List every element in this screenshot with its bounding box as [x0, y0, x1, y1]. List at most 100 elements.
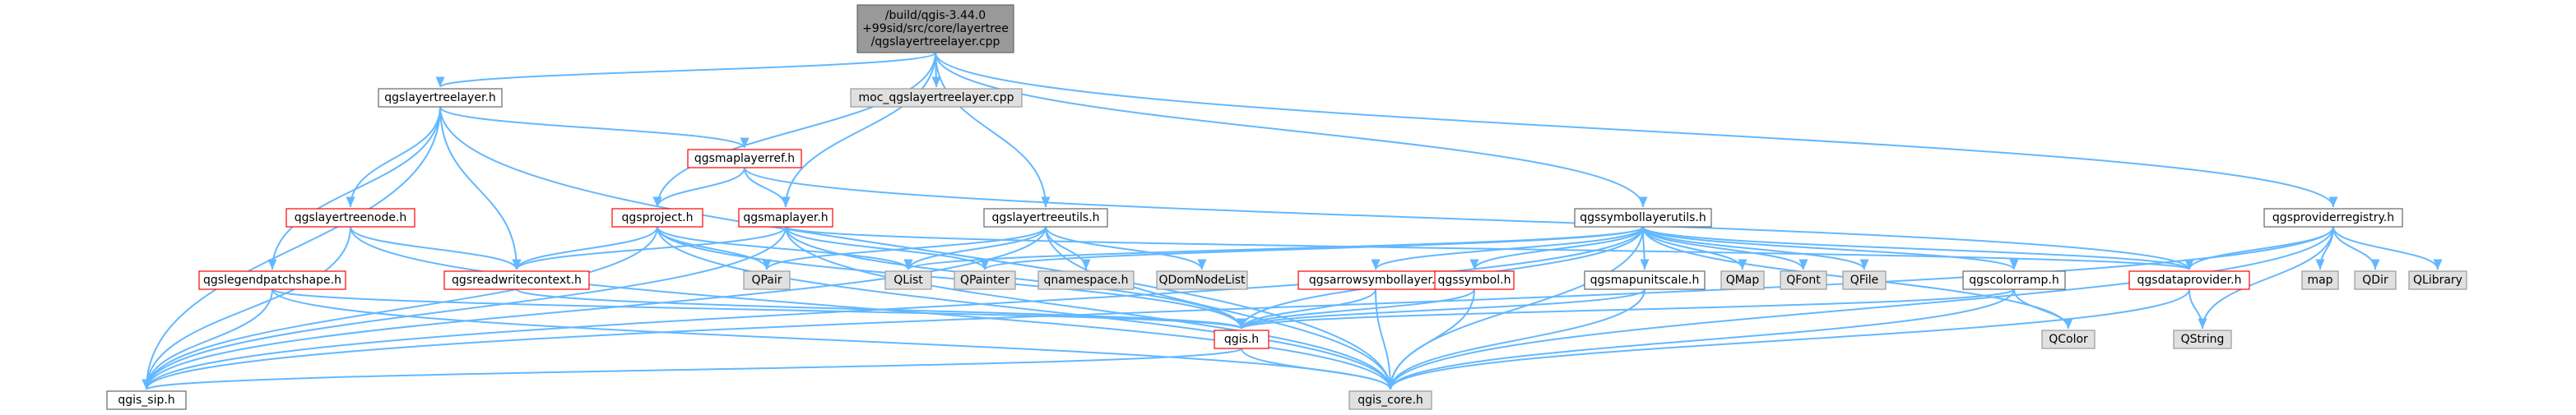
node-label: QFont — [1786, 274, 1821, 287]
node-qgis-sip-h[interactable]: qgis_sip.h — [106, 390, 187, 410]
node-qgsmaplayer-h[interactable]: qgsmaplayer.h — [738, 208, 833, 228]
node-qgsproject-h[interactable]: qgsproject.h — [611, 208, 703, 228]
node-qgsmaplayerref-h[interactable]: qgsmaplayerref.h — [687, 149, 802, 168]
node-qgslayertreeutils-h[interactable]: qgslayertreeutils.h — [983, 208, 1108, 228]
edge-qgssymbollayerutils_h-to-qgsdataprovider_h — [1642, 226, 2194, 270]
node-box — [2408, 270, 2467, 290]
node-box — [1348, 390, 1432, 410]
edge-qgslayertreelayer_h-to-qgsmaplayerref_h — [439, 106, 750, 149]
edge-qgsproviderregistry_h-to-qgis_sip_h — [142, 226, 2334, 390]
node-qgsdataprovider-h[interactable]: qgsdataprovider.h — [2128, 270, 2250, 290]
node-label: qnamespace.h — [1044, 274, 1129, 287]
node-box — [954, 270, 1016, 290]
node-qgis-core-h: qgis_core.h — [1348, 390, 1432, 410]
edge-qgslegendpatchshape_h-to-qgis_h — [272, 288, 1246, 330]
node-box — [856, 4, 1014, 53]
edge-qgsmaplayerref_h-to-qgsproject_h — [652, 167, 745, 208]
edge-qgsmaplayer_h-to-qgsdataprovider_h — [785, 226, 2193, 270]
node-label: QFile — [1850, 274, 1878, 287]
edge-qgsproject_h-to-QPair — [657, 226, 772, 270]
node-label: +99sid/src/core/layertree — [862, 22, 1009, 35]
node-box — [1156, 270, 1248, 290]
node-label: qgslayertreeutils.h — [991, 211, 1099, 224]
node-box — [285, 208, 415, 228]
edge-qgsmaplayer_h-to-qgis_sip_h — [142, 226, 787, 390]
node-label: qgsmaplayer.h — [743, 211, 828, 224]
node-box — [884, 270, 932, 290]
edge-root-to-qgsproviderregistry_h — [935, 52, 2338, 208]
edge-qgsmaplayerref_h-to-qgsdataprovider_h — [744, 167, 2194, 270]
node-label: qgslayertreelayer.h — [384, 91, 496, 104]
node-label: qgis_sip.h — [118, 394, 174, 407]
edge-qgsmaplayer_h-to-qgis_core_h — [785, 226, 1395, 390]
node-box — [850, 88, 1023, 108]
node-qgslayertreenode-h[interactable]: qgslayertreenode.h — [285, 208, 415, 228]
node-box — [2041, 330, 2096, 349]
edge-qgssymbollayerutils_h-to-qgsarrowsymbollayer_h — [1371, 226, 1644, 270]
edge-qgscolorramp_h-to-QColor — [2013, 288, 2073, 330]
node-label: QDomNodeList — [1158, 274, 1246, 287]
node-box — [2263, 208, 2403, 228]
node-root[interactable]: /build/qgis-3.44.0+99sid/src/core/layert… — [856, 4, 1014, 53]
node-label: qgsreadwritecontext.h — [452, 274, 582, 287]
node-label: moc_qgslayertreelayer.cpp — [858, 91, 1014, 104]
edge-qgsarrowsymbollayer_h-to-qgis_h — [1237, 288, 1376, 330]
node-box — [1962, 270, 2066, 290]
node-label: qgscolorramp.h — [1969, 274, 2058, 287]
node-box — [743, 270, 791, 290]
node-label: qgslegendpatchshape.h — [203, 274, 341, 287]
node-qlist: QList — [884, 270, 932, 290]
node-qgslegendpatchshape-h[interactable]: qgslegendpatchshape.h — [198, 270, 346, 290]
node-qgis-h[interactable]: qgis.h — [1214, 330, 1269, 349]
edges-layer — [142, 52, 2443, 390]
node-qgsreadwritecontext-h[interactable]: qgsreadwritecontext.h — [443, 270, 590, 290]
edge-qgis_h-to-qgis_sip_h — [142, 348, 1242, 390]
node-label: qgis.h — [1224, 333, 1259, 346]
node-box — [738, 208, 833, 228]
node-label: qgssymbol.h — [1438, 274, 1511, 287]
node-label: QPair — [751, 274, 782, 287]
edge-qgsproject_h-to-qgis_sip_h — [142, 226, 658, 390]
node-qgsproviderregistry-h[interactable]: qgsproviderregistry.h — [2263, 208, 2403, 228]
node-label: qgsproject.h — [622, 211, 694, 224]
node-box — [1434, 270, 1515, 290]
node-qmap: QMap — [1720, 270, 1765, 290]
node-label: qgsdataprovider.h — [2137, 274, 2242, 287]
edge-qgsproviderregistry_h-to-QLibrary — [2332, 226, 2443, 270]
node-qgslayertreelayer-h[interactable]: qgslayertreelayer.h — [378, 88, 503, 108]
edge-root-to-qgslayertreeutils_h — [935, 52, 1051, 208]
edge-qgslegendpatchshape_h-to-qgis_sip_h — [142, 288, 273, 390]
node-label: qgsmapunitscale.h — [1590, 274, 1700, 287]
node-qdir: QDir — [2354, 270, 2397, 290]
node-box — [1584, 270, 1706, 290]
edge-qgis_h-to-qgis_core_h — [1241, 348, 1395, 390]
node-qgsarrowsymbollayer-h[interactable]: qgsarrowsymbollayer.h — [1297, 270, 1454, 290]
node-qgsmapunitscale-h[interactable]: qgsmapunitscale.h — [1584, 270, 1706, 290]
node-qgssymbol-h[interactable]: qgssymbol.h — [1434, 270, 1515, 290]
node-qgssymbollayerutils-h[interactable]: qgssymbollayerutils.h — [1574, 208, 1712, 228]
node-box — [687, 149, 802, 168]
node-label: qgsproviderregistry.h — [2272, 211, 2394, 224]
node-label: /build/qgis-3.44.0 — [885, 9, 986, 22]
node-box — [106, 390, 187, 410]
edge-qgscolorramp_h-to-qgis_h — [1237, 288, 2015, 330]
node-label: QList — [893, 274, 923, 287]
edge-qgsproviderregistry_h-to-QString — [2198, 226, 2334, 330]
node-box — [2173, 330, 2232, 349]
edge-qgsproviderregistry_h-to-qgsdataprovider_h — [2184, 226, 2334, 270]
edge-qgsproviderregistry_h-to-QDir — [2332, 226, 2380, 270]
node-label: QDir — [2362, 274, 2388, 287]
node-box — [1214, 330, 1269, 349]
node-qcolor: QColor — [2041, 330, 2096, 349]
edge-qgslayertreeutils_h-to-QList — [903, 226, 1047, 270]
edge-qgslayertreenode_h-to-qgsreadwritecontext_h — [350, 226, 522, 270]
edge-root-to-qgsmaplayer_h — [781, 52, 936, 208]
edge-qgssymbollayerutils_h-to-QFont — [1642, 226, 1808, 270]
edge-qgssymbol_h-to-qgis_h — [1237, 288, 1475, 330]
node-label: QColor — [2049, 333, 2088, 346]
node-label: qgslayertreenode.h — [295, 211, 407, 224]
node-qgscolorramp-h[interactable]: qgscolorramp.h — [1962, 270, 2066, 290]
edge-qgsproject_h-to-qgis_core_h — [657, 226, 1395, 390]
edge-qgssymbollayerutils_h-to-qgssymbol_h — [1469, 226, 1644, 270]
